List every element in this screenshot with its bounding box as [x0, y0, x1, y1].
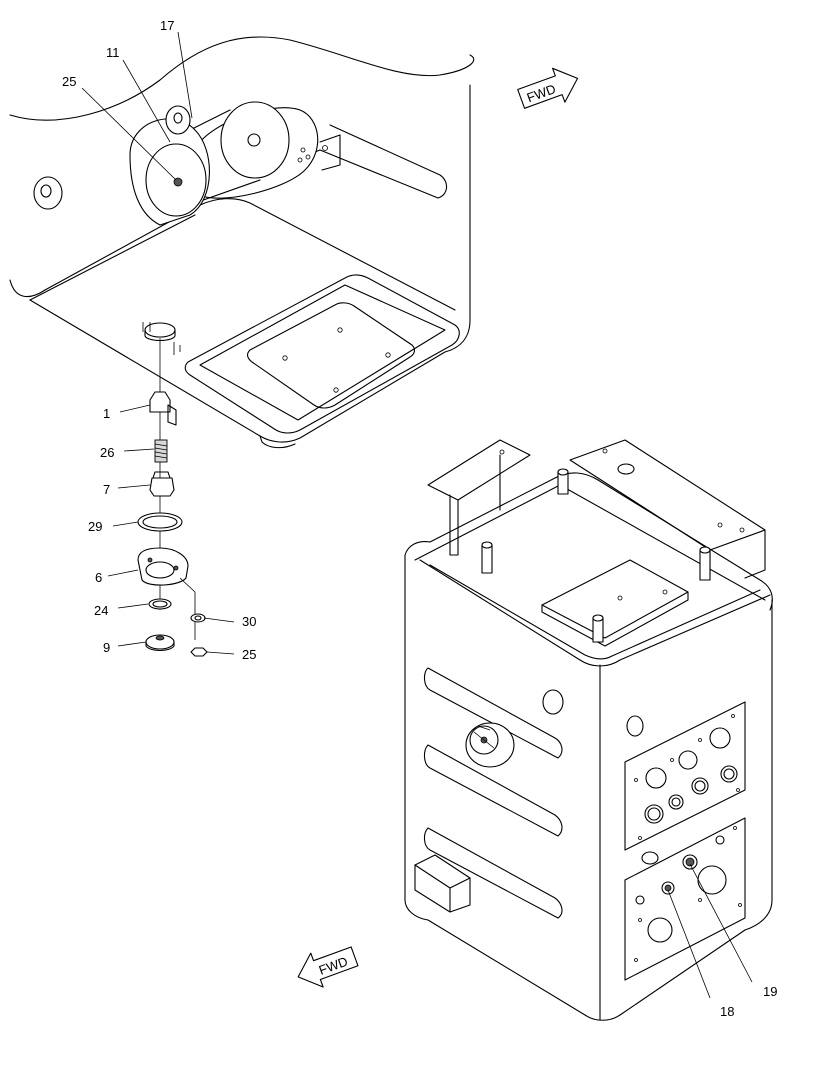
fwd-arrow-top: FWD	[517, 67, 579, 109]
callout-25-bottom: 25	[242, 647, 256, 662]
callout-25-top: 25	[62, 74, 76, 89]
callout-19: 19	[763, 984, 777, 999]
callout-1: 1	[103, 406, 110, 421]
callout-26: 26	[100, 445, 114, 460]
upper-tank-assembly	[9, 36, 475, 449]
exploded-drain-valve	[137, 338, 208, 657]
callout-24: 24	[94, 603, 108, 618]
spring-26	[154, 439, 168, 463]
fwd-arrow-bottom: FWD	[297, 946, 359, 988]
lower-tank-assembly	[404, 439, 773, 1021]
callout-6: 6	[95, 570, 102, 585]
callout-18: 18	[720, 1004, 734, 1019]
callout-11: 11	[106, 45, 120, 60]
callout-17: 17	[160, 18, 174, 33]
callout-9: 9	[103, 640, 110, 655]
callout-29: 29	[88, 519, 102, 534]
callout-30: 30	[242, 614, 256, 629]
callout-labels: 17 11 25 1 26 7 29 6 24 9 30 25 18 19	[62, 18, 777, 1019]
callout-7: 7	[103, 482, 110, 497]
callout-leaders	[81, 31, 753, 999]
